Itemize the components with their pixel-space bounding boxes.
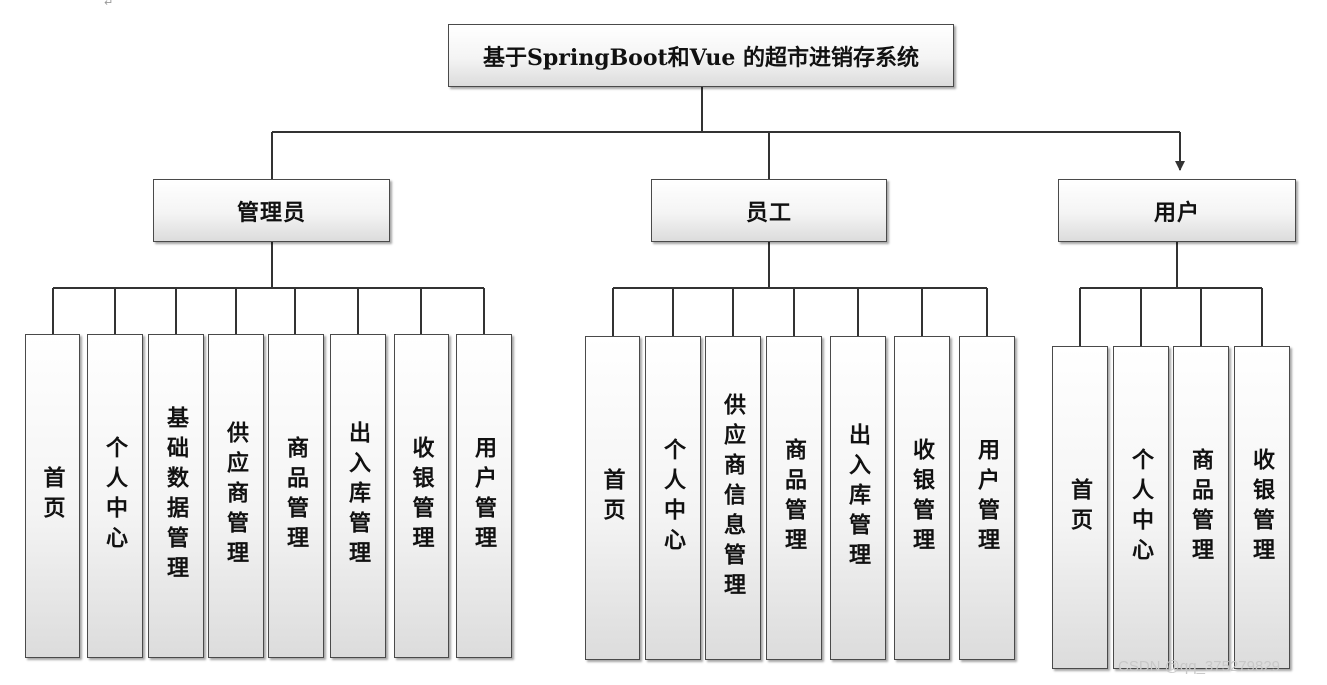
- admin-module-box: 基础数据管理: [148, 334, 204, 658]
- root-title-box: 基于SpringBoot和Vue 的超市进销存系统: [448, 24, 954, 87]
- user-module-box: 首页: [1052, 346, 1108, 669]
- group-admin-box: 管理员: [153, 179, 390, 242]
- module-label: 供应商信息管理: [720, 393, 746, 603]
- module-label: 商品管理: [283, 436, 309, 556]
- module-label: 用户管理: [471, 436, 497, 556]
- group-user-box: 用户: [1058, 179, 1296, 242]
- paragraph-mark: ↵: [104, 0, 114, 9]
- module-label: 商品管理: [1188, 447, 1214, 568]
- staff-module-box: 出入库管理: [830, 336, 886, 660]
- group-staff-label: 员工: [745, 199, 792, 226]
- watermark: CSDN @qq_375279829: [1118, 658, 1281, 675]
- module-label: 首页: [39, 466, 66, 526]
- staff-module-box: 首页: [585, 336, 640, 660]
- user-module-box: 个人中心: [1113, 346, 1169, 669]
- staff-module-box: 收银管理: [894, 336, 950, 660]
- admin-module-box: 首页: [25, 334, 80, 658]
- admin-module-box: 收银管理: [394, 334, 449, 658]
- admin-module-box: 商品管理: [268, 334, 324, 658]
- admin-module-box: 个人中心: [87, 334, 143, 658]
- root-title: 基于SpringBoot和Vue 的超市进销存系统: [482, 44, 919, 71]
- group-user-label: 用户: [1153, 199, 1200, 226]
- staff-module-box: 个人中心: [645, 336, 701, 660]
- admin-module-box: 用户管理: [456, 334, 512, 658]
- module-label: 基础数据管理: [163, 406, 189, 586]
- staff-module-box: 供应商信息管理: [705, 336, 761, 660]
- module-label: 个人中心: [660, 438, 686, 558]
- module-label: 首页: [599, 468, 626, 528]
- module-label: 出入库管理: [845, 423, 871, 573]
- group-staff-box: 员工: [651, 179, 887, 242]
- module-label: 出入库管理: [345, 421, 371, 571]
- admin-module-box: 出入库管理: [330, 334, 386, 658]
- module-label: 商品管理: [781, 438, 807, 558]
- module-label: 个人中心: [102, 436, 128, 556]
- module-label: 首页: [1067, 477, 1093, 538]
- staff-module-box: 用户管理: [959, 336, 1015, 660]
- module-label: 收银管理: [408, 436, 435, 556]
- user-module-box: 商品管理: [1173, 346, 1229, 669]
- module-label: 个人中心: [1128, 447, 1154, 568]
- module-label: 供应商管理: [223, 421, 249, 571]
- group-admin-label: 管理员: [236, 199, 306, 226]
- module-label: 收银管理: [909, 438, 935, 558]
- admin-module-box: 供应商管理: [208, 334, 264, 658]
- module-label: 用户管理: [974, 438, 1000, 558]
- staff-module-box: 商品管理: [766, 336, 822, 660]
- user-module-box: 收银管理: [1234, 346, 1290, 669]
- module-label: 收银管理: [1249, 447, 1275, 568]
